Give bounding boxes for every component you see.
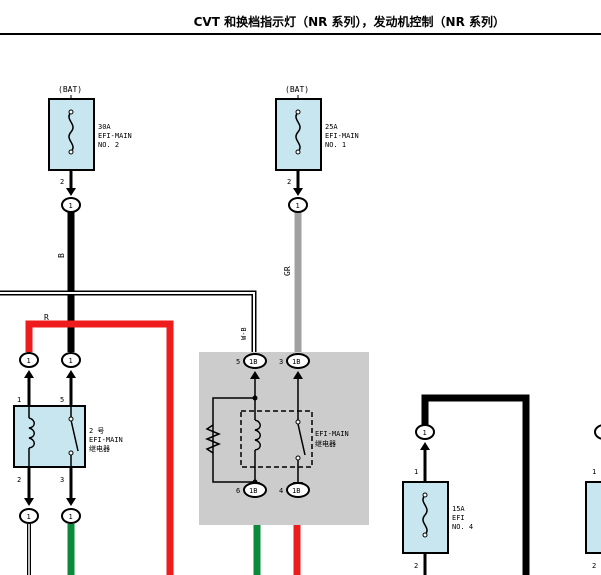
relay-conn-label: 1 <box>27 513 31 521</box>
partial-fuse-right: 1 2 <box>585 424 601 570</box>
relay-conn-label: 1B <box>249 487 257 495</box>
relay-efi-main: 5 1B 3 1B EFI-MAIN 继电器 6 1B 4 1B <box>199 352 369 525</box>
resistor-icon <box>205 424 221 454</box>
fuse-conn: 1 <box>296 202 300 210</box>
coil-icon <box>28 417 35 449</box>
page-header: CVT 和换档指示灯（NR 系列），发动机控制（NR 系列） <box>0 0 601 36</box>
wire-label-b: B <box>57 253 66 258</box>
fuse-icon <box>422 494 428 536</box>
partial-pin2: 2 <box>592 562 596 570</box>
switch-icon <box>70 419 79 452</box>
relay-name3: 继电器 <box>89 444 110 453</box>
coil-icon <box>254 419 261 451</box>
fuse-efi-4: 1 1 15A EFI NO. 4 2 <box>402 424 473 575</box>
fuse-conn: 1 <box>423 429 427 437</box>
relay-conn-label: 1 <box>69 513 73 521</box>
fuse-rating: 15A <box>452 505 465 513</box>
wire-r <box>25 320 174 575</box>
fuse-conn: 1 <box>69 202 73 210</box>
relay-pin-3: 3 <box>279 358 283 366</box>
fuse-pin-in: 1 <box>414 468 418 476</box>
wire-black-loop <box>421 394 530 575</box>
relay-conn-label: 1B <box>292 358 300 366</box>
relay-name: EFI-MAIN <box>315 430 349 438</box>
relay-conn-label: 1 <box>69 357 73 365</box>
fuse-name: EFI-MAIN <box>325 132 359 140</box>
relay-pin-6: 6 <box>236 487 240 495</box>
relay-pin-4: 4 <box>279 487 283 495</box>
relay-pin-5: 5 <box>60 396 64 404</box>
relay-no2-efi-main: 1 1 1 5 2 号 EFI-MAIN 继电器 2 3 1 1 <box>13 352 123 524</box>
switch-icon <box>297 423 306 456</box>
wire-label-r: R <box>44 313 49 322</box>
relay-pin-2: 2 <box>17 476 21 484</box>
fuse-source-label: (BAT) <box>58 85 82 94</box>
fuse-efi-main-1: (BAT) 25A EFI-MAIN NO. 1 2 1 <box>275 85 359 213</box>
relay-name: 2 号 <box>89 427 104 435</box>
wire-label-wb: W-B <box>240 327 248 340</box>
fuse-name: EFI-MAIN <box>98 132 132 140</box>
fuse-name: EFI <box>452 514 465 522</box>
partial-pin: 1 <box>592 468 596 476</box>
wire-label-gr: GR <box>283 266 292 276</box>
relay-conn-label: 1 <box>27 357 31 365</box>
relay-box <box>199 352 369 525</box>
fuse-icon <box>68 111 74 153</box>
fuse-efi-main-2: (BAT) 30A EFI-MAIN NO. 2 2 1 <box>48 85 132 213</box>
header-divider <box>0 33 601 35</box>
fuse-no: NO. 4 <box>452 523 473 531</box>
relay-conn-label: 1B <box>292 487 300 495</box>
page-title: CVT 和换档指示灯（NR 系列），发动机控制（NR 系列） <box>193 15 505 29</box>
fuse-pin-out: 2 <box>414 562 418 570</box>
relay-pin-3: 3 <box>60 476 64 484</box>
fuse-rating: 30A <box>98 123 111 131</box>
fuse-no: NO. 1 <box>325 141 346 149</box>
fuse-rating: 25A <box>325 123 338 131</box>
relay-pin-5: 5 <box>236 358 240 366</box>
fuse-pin-out: 2 <box>60 178 64 186</box>
relay-pin-1: 1 <box>17 396 21 404</box>
fuse-icon <box>295 111 301 153</box>
relay-name2: 继电器 <box>315 439 336 448</box>
fuse-source-label: (BAT) <box>285 85 309 94</box>
relay-name2: EFI-MAIN <box>89 436 123 444</box>
fuse-pin-out: 2 <box>287 178 291 186</box>
fuse-no: NO. 2 <box>98 141 119 149</box>
relay-conn-label: 1B <box>249 358 257 366</box>
